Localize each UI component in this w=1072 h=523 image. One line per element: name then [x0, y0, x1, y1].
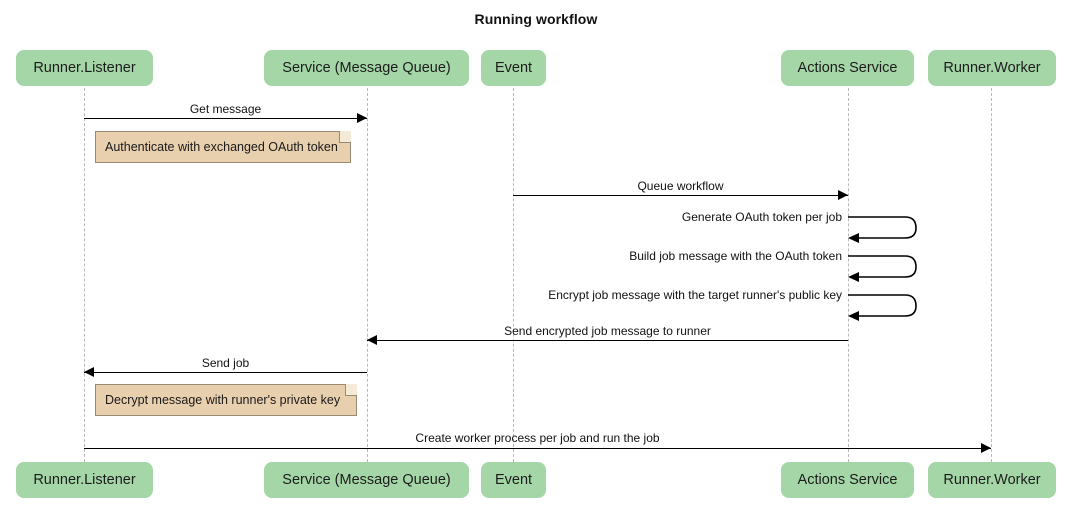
participant-runner-listener-top[interactable]: Runner.Listener — [16, 50, 153, 86]
message-shaft — [367, 340, 848, 341]
page-title: Running workflow — [474, 11, 598, 27]
participant-event-bottom[interactable]: Event — [481, 462, 546, 498]
arrowhead-icon — [838, 190, 848, 200]
message-label-send-job: Send job — [201, 356, 250, 370]
arrowhead-icon — [357, 113, 367, 123]
arrowhead-icon — [84, 367, 94, 377]
note-label: Authenticate with exchanged OAuth token — [105, 140, 338, 154]
lifeline-actions-service — [848, 88, 849, 462]
message-shaft — [84, 118, 367, 119]
participant-label: Actions Service — [797, 60, 898, 76]
participant-label: Actions Service — [797, 472, 898, 488]
self-message-encrypt-job-message[interactable] — [848, 294, 930, 330]
participant-runner-worker-bottom[interactable]: Runner.Worker — [928, 462, 1056, 498]
participant-label: Runner.Listener — [33, 472, 136, 488]
lifeline-runner-worker — [991, 88, 992, 462]
participant-label: Event — [494, 60, 533, 76]
arrowhead-icon — [367, 335, 377, 345]
note-authenticate-note: Authenticate with exchanged OAuth token — [95, 131, 351, 163]
self-message-label-generate-oauth-token: Generate OAuth token per job — [681, 210, 842, 224]
self-message-label-build-job-message: Build job message with the OAuth token — [629, 249, 842, 263]
message-label-get-message: Get message — [189, 102, 262, 116]
message-label-queue-workflow: Queue workflow — [637, 179, 724, 193]
participant-label: Runner.Listener — [33, 60, 136, 76]
participant-actions-service-top[interactable]: Actions Service — [781, 50, 914, 86]
participant-label: Runner.Worker — [943, 472, 1041, 488]
participant-event-top[interactable]: Event — [481, 50, 546, 86]
participant-service-message-queue-top[interactable]: Service (Message Queue) — [264, 50, 469, 86]
message-label-create-worker-process: Create worker process per job and run th… — [415, 431, 660, 445]
participant-label: Event — [494, 472, 533, 488]
note-decrypt-note: Decrypt message with runner's private ke… — [95, 384, 357, 416]
participant-label: Runner.Worker — [943, 60, 1041, 76]
participant-label: Service (Message Queue) — [282, 472, 451, 488]
message-shaft — [513, 195, 848, 196]
lifeline-event — [513, 88, 514, 462]
participant-label: Service (Message Queue) — [282, 60, 451, 76]
note-fold-corner-icon — [339, 131, 351, 143]
self-message-generate-oauth-token[interactable] — [848, 216, 930, 252]
self-message-build-job-message[interactable] — [848, 255, 930, 291]
lifeline-service-message-queue — [367, 88, 368, 462]
message-label-send-encrypted-job-message: Send encrypted job message to runner — [504, 324, 711, 338]
participant-runner-listener-bottom[interactable]: Runner.Listener — [16, 462, 153, 498]
note-label: Decrypt message with runner's private ke… — [105, 393, 341, 407]
participant-actions-service-bottom[interactable]: Actions Service — [781, 462, 914, 498]
arrowhead-icon — [981, 443, 991, 453]
participant-runner-worker-top[interactable]: Runner.Worker — [928, 50, 1056, 86]
note-fold-corner-icon — [345, 384, 357, 396]
message-shaft — [84, 372, 367, 373]
lifeline-runner-listener — [84, 88, 85, 462]
self-message-label-encrypt-job-message: Encrypt job message with the target runn… — [548, 288, 842, 302]
participant-service-message-queue-bottom[interactable]: Service (Message Queue) — [264, 462, 469, 498]
message-shaft — [84, 448, 991, 449]
